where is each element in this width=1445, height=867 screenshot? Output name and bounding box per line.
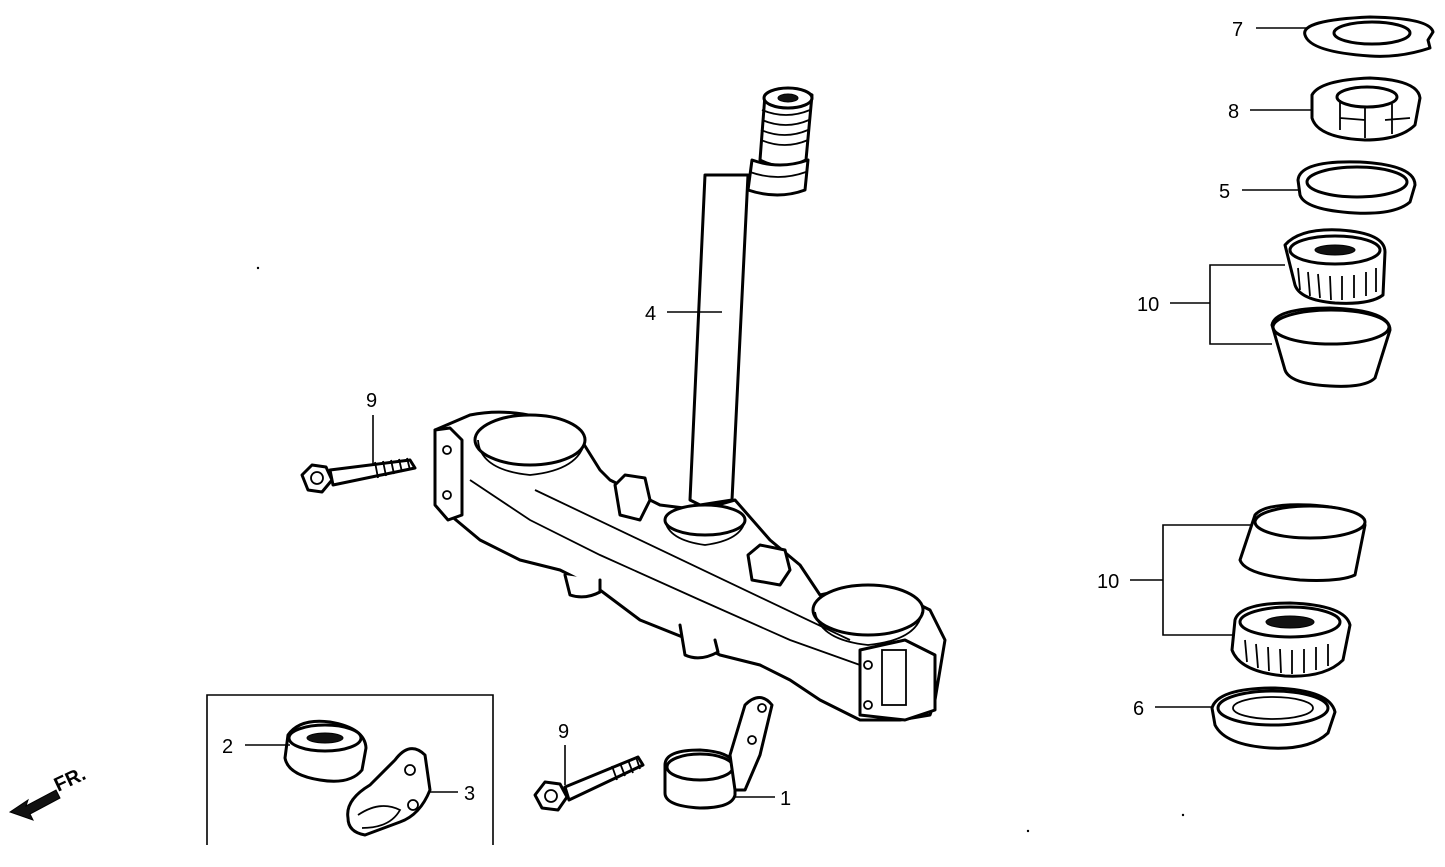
callout-10-upper: 10 xyxy=(1137,294,1159,316)
callout-4: 4 xyxy=(645,303,656,325)
inset-box xyxy=(206,694,494,845)
callout-10-lower: 10 xyxy=(1097,571,1119,593)
callout-labels: 7 8 5 10 10 6 4 9 9 1 2 3 xyxy=(222,19,1243,810)
front-direction-arrow-icon: FR. xyxy=(8,763,89,821)
grommet-part-2 xyxy=(283,719,368,783)
washer-part-7 xyxy=(1303,15,1435,58)
callout-2: 2 xyxy=(222,736,233,758)
lock-nut-part-8 xyxy=(1310,76,1422,142)
bolt-part-9-lower xyxy=(533,755,645,812)
callout-6: 6 xyxy=(1133,698,1144,720)
bottom-bridge xyxy=(433,410,947,722)
callout-9-upper: 9 xyxy=(366,390,377,412)
callout-7: 7 xyxy=(1232,19,1243,41)
bracket-part-3 xyxy=(346,747,432,837)
dust-seal-part-6 xyxy=(1210,686,1337,750)
dust-seal-part-5 xyxy=(1296,160,1417,215)
cable-holder-part-1 xyxy=(663,696,774,810)
callout-9-lower: 9 xyxy=(558,721,569,743)
bearing-set-part-10-lower xyxy=(1230,503,1367,678)
leader-lines xyxy=(245,27,1313,798)
bolt-part-9-upper xyxy=(300,457,417,494)
bearing-set-part-10-upper xyxy=(1270,228,1392,388)
callout-5: 5 xyxy=(1219,181,1230,203)
callout-8: 8 xyxy=(1228,101,1239,123)
steering-stem-part-4 xyxy=(688,86,814,507)
callout-3: 3 xyxy=(464,783,475,805)
callout-1: 1 xyxy=(780,788,791,810)
